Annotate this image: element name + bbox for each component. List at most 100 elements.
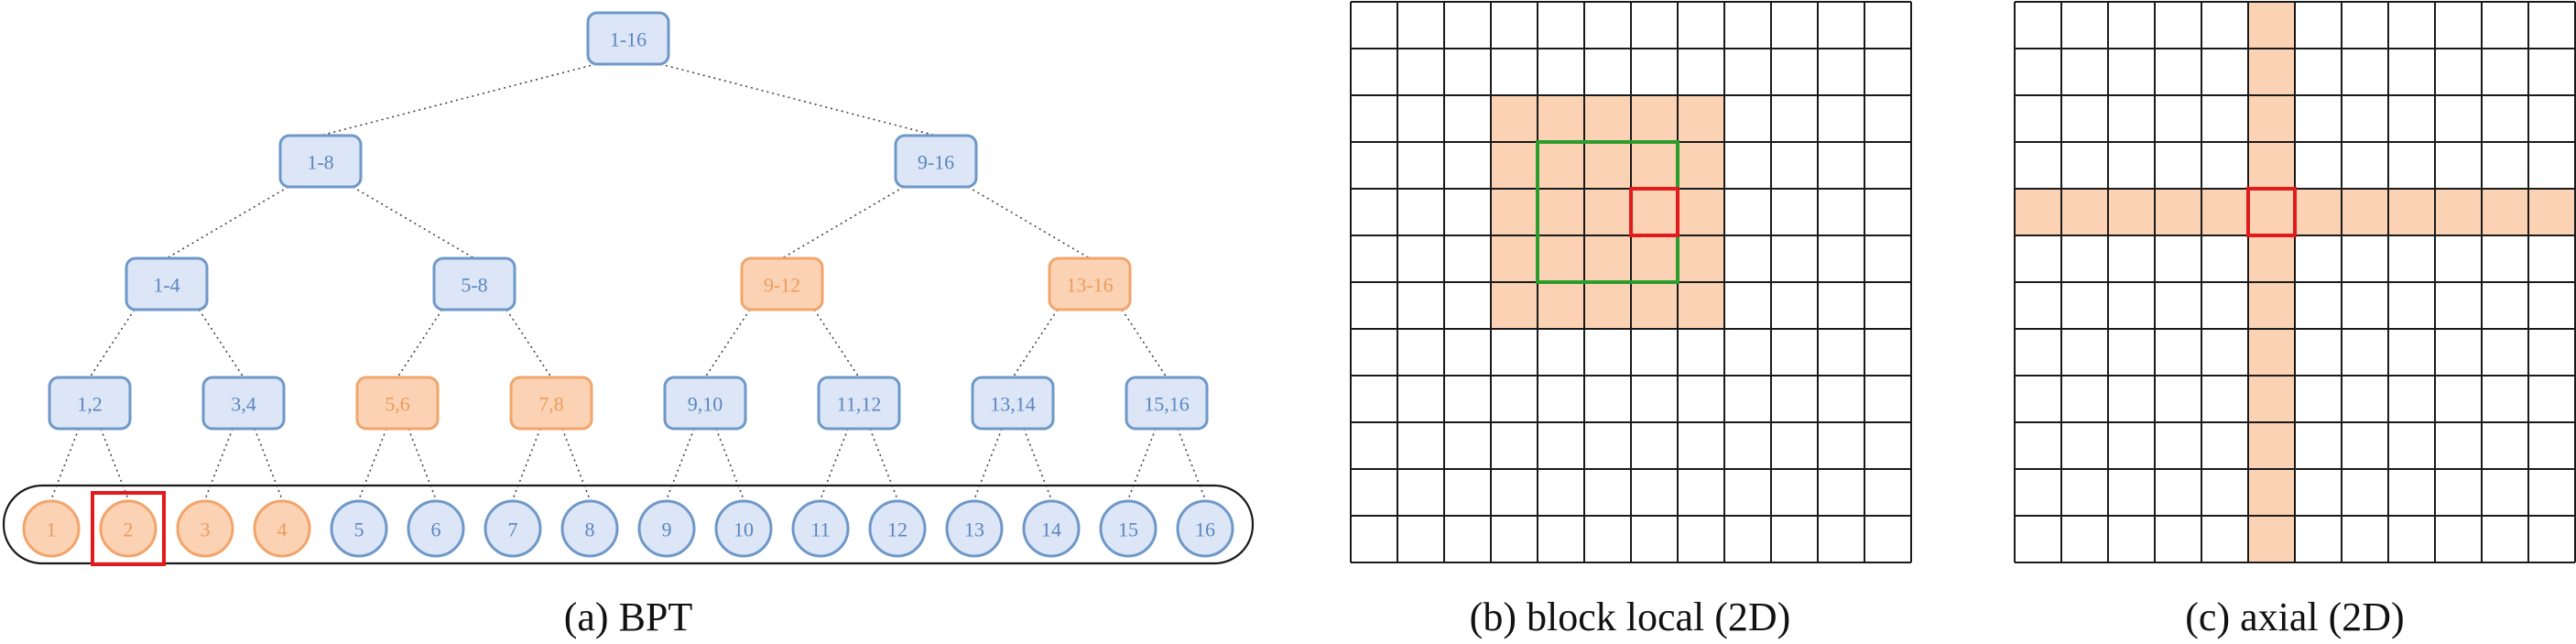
tree-node-9-10: 9,10 (663, 376, 747, 431)
leaf-label: 1 (47, 518, 57, 541)
tree-node-label: 1-4 (153, 274, 179, 297)
tree-node-box (432, 257, 516, 311)
leaf-label: 11 (810, 518, 830, 541)
leaf-circle (407, 499, 465, 558)
leaf-label: 16 (1195, 518, 1215, 541)
leaf-label: 5 (354, 518, 364, 541)
leaf-node-4: 4 (253, 499, 311, 558)
tree-node-box (125, 257, 209, 311)
leaf-circle (176, 499, 234, 558)
axial-grid (2014, 1, 2576, 563)
tree-node-7-8: 7,8 (509, 376, 593, 431)
tree-edge (358, 428, 387, 500)
tree-node-label: 9-16 (918, 151, 954, 174)
tree-node-label: 1-8 (307, 151, 333, 174)
tree-edge (820, 428, 849, 500)
memory-region (1491, 95, 1724, 329)
tree-node-1-16: 1-16 (586, 11, 670, 66)
tree-node-5-8: 5-8 (432, 257, 516, 311)
tree-node-box (509, 376, 593, 431)
query-cell (2246, 187, 2297, 237)
tree-edge (204, 428, 234, 500)
leaf-node-6: 6 (407, 499, 465, 558)
tree-edge (1127, 428, 1157, 500)
leaf-node-11: 11 (791, 499, 850, 558)
tree-edge (254, 428, 283, 500)
tree-node-box (586, 11, 670, 66)
tree-edge (89, 309, 136, 378)
tree-edge (1012, 309, 1059, 378)
tree-node-11-12: 11,12 (817, 376, 901, 431)
tree-edge (967, 186, 1091, 259)
query-highlight-box (91, 491, 166, 566)
caption-axial: (c) axial (2D) (2185, 595, 2404, 639)
leaf-label: 9 (662, 518, 672, 541)
caption-block-local: (b) block local (2D) (1470, 595, 1791, 639)
leaf-node-10: 10 (714, 499, 773, 558)
tree-edge (704, 309, 751, 378)
tree-node-label: 1,2 (77, 393, 103, 416)
tree-edge (781, 186, 905, 259)
leaf-node-8: 8 (560, 499, 619, 558)
tree-node-label: 5-8 (461, 274, 487, 297)
leaf-circle (1022, 499, 1081, 558)
leaf-label: 13 (964, 518, 984, 541)
tree-edge (397, 309, 443, 378)
leaf-label: 14 (1041, 518, 1061, 541)
tree-edge (715, 428, 745, 500)
leaf-circle (22, 499, 81, 558)
leaf-node-1: 1 (22, 499, 81, 558)
leaf-label: 12 (887, 518, 908, 541)
leaf-label: 15 (1118, 518, 1138, 541)
leaf-node-3: 3 (176, 499, 234, 558)
tree-node-box (48, 376, 132, 431)
axial-panel: (c) axial (2D) (2014, 1, 2576, 639)
bpt-edges (50, 63, 1206, 500)
leaf-circle (484, 499, 542, 558)
leaf-node-13: 13 (945, 499, 1004, 558)
tree-node-box (971, 376, 1055, 431)
tree-edge (100, 428, 129, 500)
tree-edge (352, 186, 475, 259)
leaf-node-9: 9 (637, 499, 696, 558)
tree-node-15-16: 15,16 (1125, 376, 1209, 431)
leaf-sequence-container (2, 484, 1255, 565)
tree-edge (666, 428, 695, 500)
tree-edge (1121, 309, 1168, 378)
leaf-circle (791, 499, 850, 558)
tree-edge (408, 428, 437, 500)
leaf-label: 2 (124, 518, 134, 541)
leaf-node-14: 14 (1022, 499, 1081, 558)
tree-node-label: 15,16 (1144, 393, 1190, 416)
tree-node-label: 11,12 (837, 393, 882, 416)
leaf-label: 6 (431, 518, 441, 541)
query-cell (1629, 187, 1679, 237)
tree-node-label: 1-16 (610, 28, 647, 51)
tree-edge (813, 309, 860, 378)
tree-edge (512, 428, 541, 500)
leaf-circle (253, 499, 311, 558)
tree-node-label: 3,4 (231, 393, 256, 416)
leaf-circle (714, 499, 773, 558)
tree-edge (1177, 428, 1206, 500)
leaf-circle (868, 499, 927, 558)
tree-edge (505, 309, 552, 378)
tree-node-1-8: 1-8 (278, 134, 363, 189)
leaf-node-12: 12 (868, 499, 927, 558)
tree-node-box (355, 376, 440, 431)
tree-node-box (894, 134, 978, 189)
tree-node-box (201, 376, 286, 431)
leaf-circle (1099, 499, 1158, 558)
tree-node-label: 9,10 (688, 393, 723, 416)
leaf-label: 10 (734, 518, 754, 541)
leaf-node-15: 15 (1099, 499, 1158, 558)
tree-node-label: 13,14 (990, 393, 1036, 416)
tree-edge (320, 63, 597, 136)
leaf-circle (330, 499, 388, 558)
leaf-label: 8 (585, 518, 595, 541)
leaf-node-2: 2 (99, 499, 158, 558)
leaf-circle (99, 499, 158, 558)
tree-node-5-6: 5,6 (355, 376, 440, 431)
leaf-circle (1176, 499, 1234, 558)
